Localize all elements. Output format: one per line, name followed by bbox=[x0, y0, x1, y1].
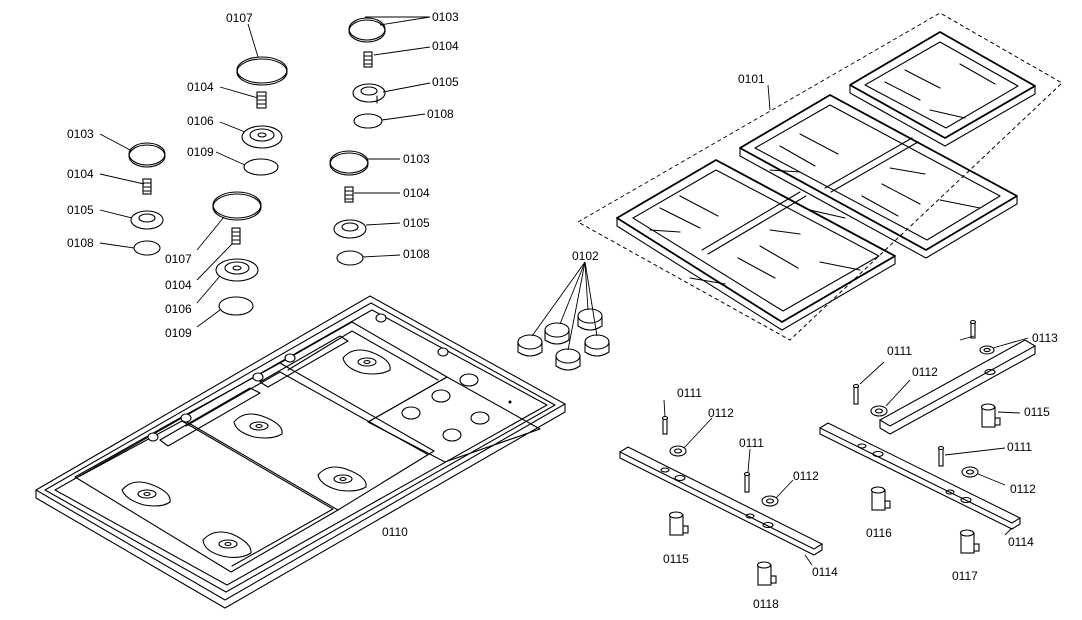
label-0103-mid: 0103 bbox=[403, 152, 430, 166]
label-0112-a: 0112 bbox=[708, 406, 734, 420]
label-0104-mid: 0104 bbox=[403, 186, 430, 200]
rail-0113 bbox=[878, 339, 1037, 435]
label-0103-left: 0103 bbox=[67, 127, 94, 141]
cooktop-0110 bbox=[34, 295, 567, 609]
label-0113: 0113 bbox=[1032, 331, 1058, 345]
label-0116: 0116 bbox=[866, 526, 892, 540]
valve-0116 bbox=[870, 486, 891, 511]
burner-cap-0103-left bbox=[128, 142, 166, 168]
spacer-0112-b bbox=[761, 495, 779, 507]
leader-lines-left bbox=[99, 16, 431, 328]
label-0107-top: 0107 bbox=[226, 11, 253, 25]
label-0118: 0118 bbox=[753, 597, 779, 611]
manifold-rail-0114-a bbox=[618, 446, 824, 556]
burner-ring-0108-left bbox=[133, 240, 161, 256]
label-0110: 0110 bbox=[382, 525, 408, 539]
ignitor-pin-0104-a bbox=[256, 91, 267, 109]
burner-base-0106-a bbox=[241, 125, 283, 149]
burner-ring-0109-b bbox=[218, 296, 254, 316]
label-0115-b: 0115 bbox=[1024, 405, 1050, 419]
label-0104-b: 0104 bbox=[165, 278, 192, 292]
burner-base-0105-mid bbox=[333, 219, 367, 239]
burner-cap-0103-top bbox=[348, 17, 386, 43]
label-0104-a: 0104 bbox=[187, 80, 214, 94]
label-0112-c: 0112 bbox=[912, 365, 938, 379]
label-0105-left: 0105 bbox=[67, 203, 94, 217]
label-0111-a: 0111 bbox=[677, 386, 702, 400]
label-0105-mid: 0105 bbox=[403, 216, 430, 230]
label-0108-left: 0108 bbox=[67, 236, 94, 250]
spacer-0112-d bbox=[979, 345, 995, 355]
electrode-0111-e bbox=[969, 319, 977, 339]
manifold-rail-0114-b bbox=[818, 422, 1022, 530]
label-0102: 0102 bbox=[572, 249, 599, 263]
ignitor-pin-0104-b bbox=[231, 227, 241, 245]
electrode-0111-b bbox=[743, 471, 751, 493]
part-labels: 0107 0103 0104 0104 0105 0106 0108 0109 … bbox=[67, 10, 1058, 611]
label-0101: 0101 bbox=[738, 72, 765, 86]
ignitor-pin-0104-mid bbox=[344, 186, 354, 203]
label-0105-top: 0105 bbox=[432, 75, 459, 89]
grates-0101 bbox=[576, 12, 1063, 341]
label-0111-c: 0111 bbox=[887, 344, 912, 358]
label-0109-b: 0109 bbox=[165, 326, 192, 340]
burner-ring-0108-mid bbox=[336, 250, 364, 266]
burner-base-0105-top bbox=[352, 83, 386, 104]
label-0108-top: 0108 bbox=[427, 107, 454, 121]
label-0109-a: 0109 bbox=[187, 145, 214, 159]
burner-cap-0107-top bbox=[236, 56, 288, 86]
valve-0118 bbox=[756, 561, 777, 586]
burner-base-0106-b bbox=[215, 258, 259, 282]
label-0114-b: 0114 bbox=[1008, 535, 1034, 549]
ignitor-pin-0104-top bbox=[363, 51, 373, 68]
label-0103-top: 0103 bbox=[432, 10, 459, 24]
label-0106-a: 0106 bbox=[187, 114, 214, 128]
valve-0115-b bbox=[980, 403, 1001, 428]
label-0104-left: 0104 bbox=[67, 167, 94, 181]
label-0106-b: 0106 bbox=[165, 302, 192, 316]
burner-cap-0103-mid bbox=[329, 150, 369, 176]
burner-ring-0108-top bbox=[353, 113, 383, 129]
valve-0117 bbox=[959, 529, 980, 554]
label-0112-b: 0112 bbox=[793, 469, 819, 483]
burner-cap-0107-b bbox=[212, 191, 262, 221]
spacer-0112-c bbox=[870, 405, 888, 417]
label-0114-a: 0114 bbox=[812, 565, 838, 579]
label-0117: 0117 bbox=[952, 569, 978, 583]
electrode-0111-c bbox=[852, 383, 860, 405]
label-0107-b: 0107 bbox=[165, 252, 192, 266]
leader-lines-right bbox=[663, 84, 1029, 566]
electrode-0111-a bbox=[661, 415, 669, 435]
burner-ring-0109-a bbox=[243, 158, 279, 176]
valve-0115-a bbox=[668, 511, 689, 536]
electrode-0111-d bbox=[937, 445, 945, 467]
label-0104-top: 0104 bbox=[432, 39, 459, 53]
control-knobs-0102 bbox=[517, 261, 610, 371]
label-0111-b: 0111 bbox=[739, 436, 764, 450]
ignitor-pin-0104-left bbox=[142, 178, 152, 195]
label-0111-d: 0111 bbox=[1007, 440, 1032, 454]
spacer-0112-e bbox=[961, 466, 979, 478]
label-0112-d: 0112 bbox=[1010, 482, 1036, 496]
label-0108-mid: 0108 bbox=[403, 247, 430, 261]
label-0115-a: 0115 bbox=[663, 552, 689, 566]
spacer-0112-a bbox=[669, 445, 687, 457]
burner-base-0105-left bbox=[130, 210, 164, 230]
